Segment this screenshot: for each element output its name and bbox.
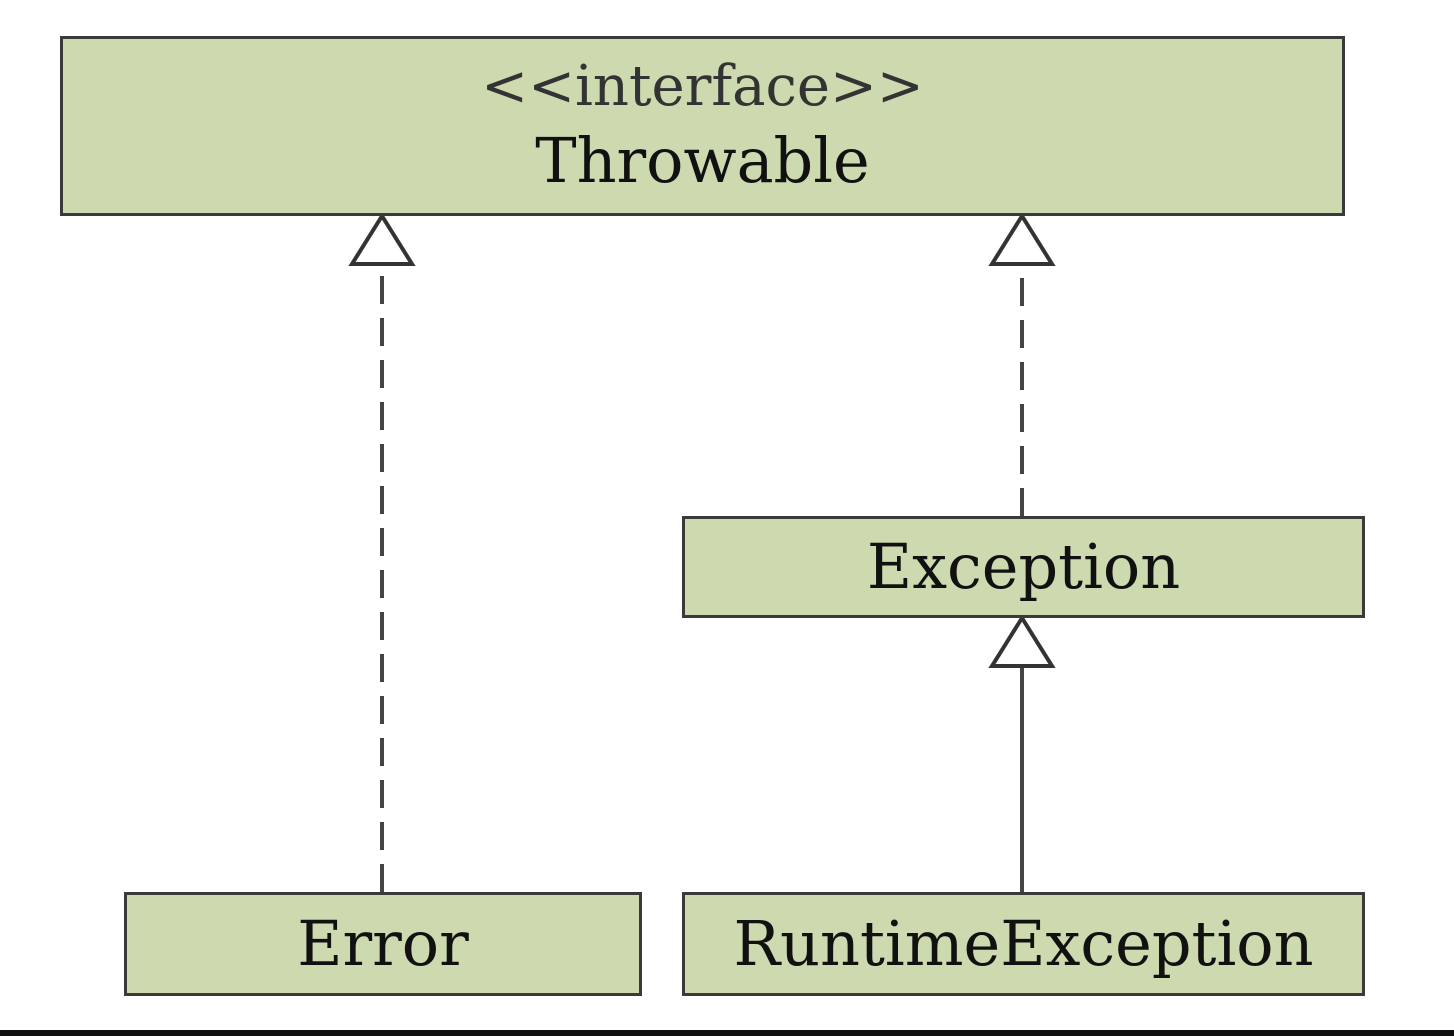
stereotype-label: <<interface>> — [481, 54, 924, 120]
class-box-throwable[interactable]: <<interface>> Throwable — [60, 36, 1345, 216]
class-name-runtime-exception: RuntimeException — [733, 907, 1314, 981]
class-name-exception: Exception — [866, 530, 1181, 604]
class-box-runtime-exception[interactable]: RuntimeException — [682, 892, 1365, 996]
realization-arrowhead-icon — [348, 212, 416, 266]
class-name-throwable: Throwable — [535, 124, 870, 198]
class-name-error: Error — [297, 907, 469, 981]
generalization-arrowhead-icon — [988, 614, 1056, 668]
realization-arrowhead-icon — [988, 212, 1056, 266]
class-box-error[interactable]: Error — [124, 892, 642, 996]
bottom-border — [0, 1030, 1454, 1036]
class-box-exception[interactable]: Exception — [682, 516, 1365, 618]
